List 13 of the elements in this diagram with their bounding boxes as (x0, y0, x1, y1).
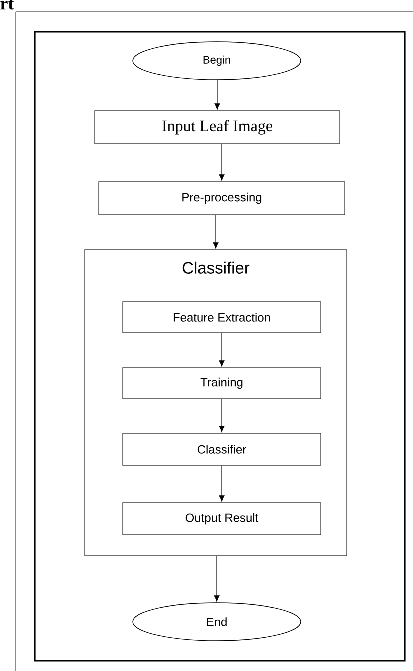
arrow (219, 399, 225, 432)
process-box: Input Leaf Image (94, 110, 340, 144)
process-box: Classifier (122, 433, 322, 466)
arrow (214, 80, 220, 110)
arrow (219, 333, 225, 367)
arrow (219, 466, 225, 502)
arrow (219, 144, 225, 181)
process-box: Pre-processing (98, 182, 346, 216)
process-box: Training (122, 368, 322, 400)
process-box: Feature Extraction (122, 302, 322, 334)
arrow (213, 215, 219, 249)
process-box: Output Result (122, 502, 322, 536)
arrow (214, 556, 220, 602)
